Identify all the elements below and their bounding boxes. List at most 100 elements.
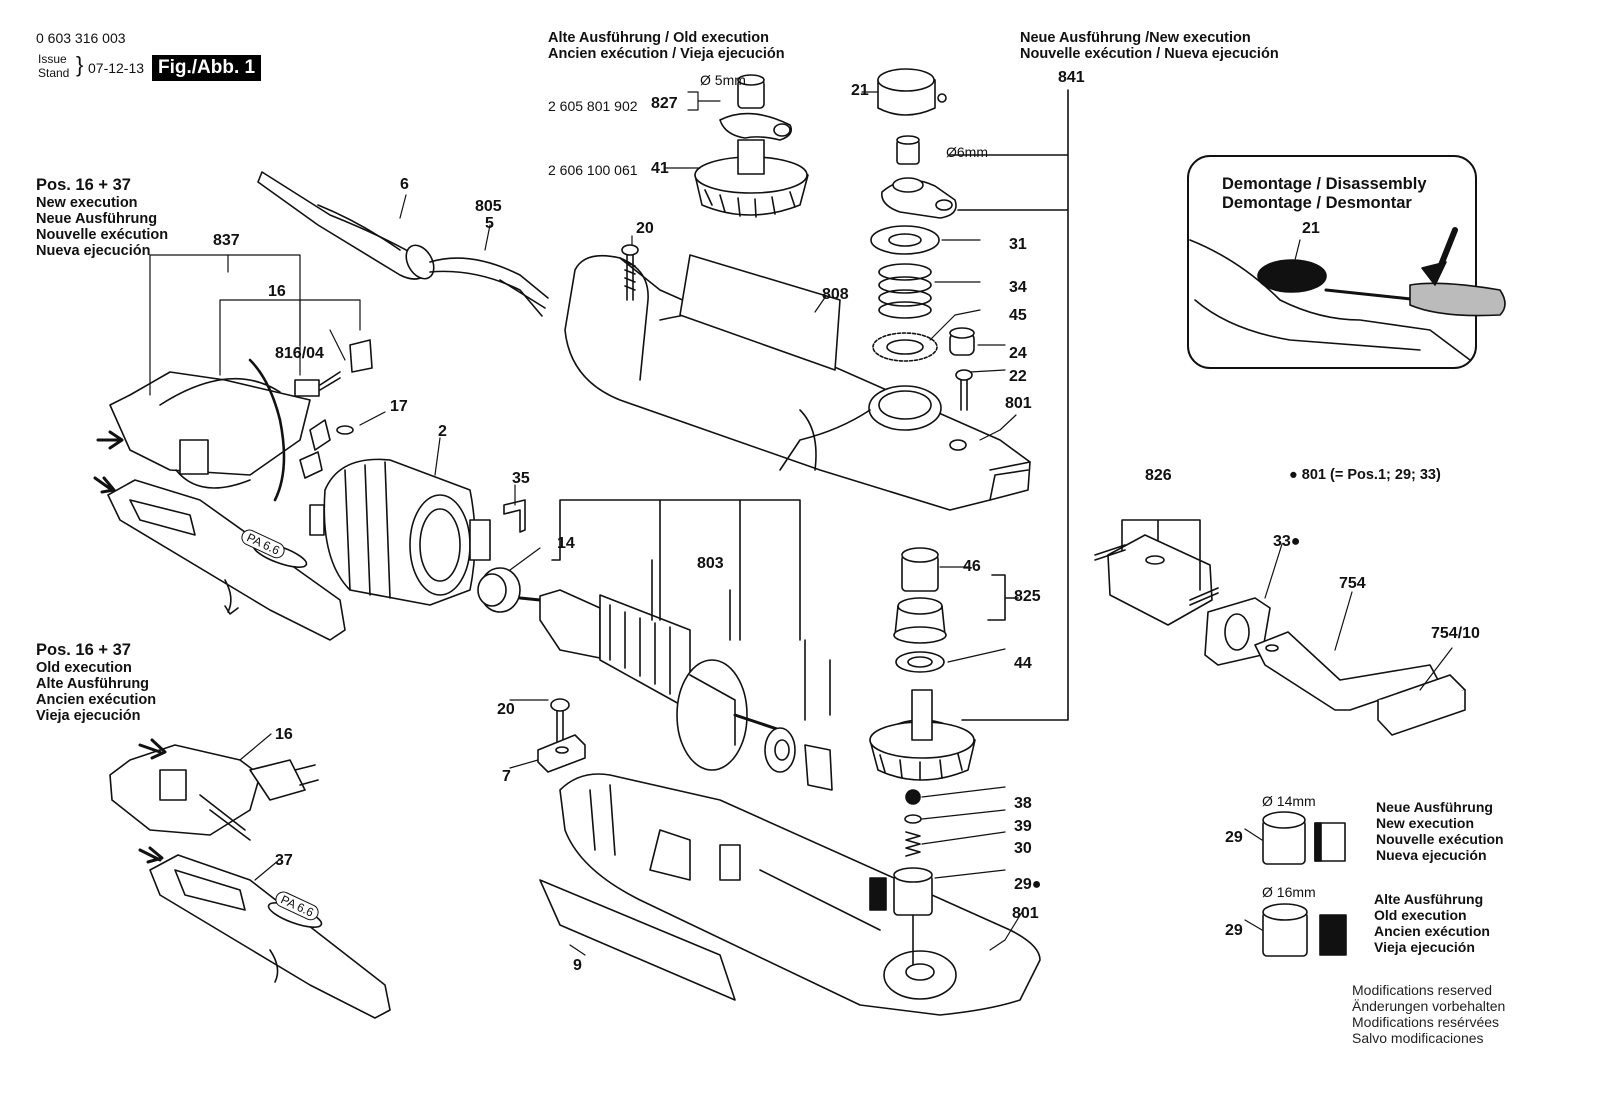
bracket-803 [551, 499, 831, 716]
bullet-icon: ● [1290, 533, 1301, 550]
washer-31 [870, 225, 940, 255]
label-29-new: 29 [1225, 829, 1243, 846]
label-35: 35 [512, 470, 530, 487]
spring-34 [878, 263, 932, 319]
label-45: 45 [1009, 307, 1027, 324]
label-24: 24 [1009, 345, 1027, 362]
label-33: 33● [1273, 533, 1300, 551]
pos-new-line2: Neue Ausführung [36, 211, 158, 227]
old-execution-header-line1: Alte Ausführung / Old execution [548, 30, 769, 46]
pos-old-line3: Ancien exécution [36, 692, 157, 708]
pos-old-title: Pos. 16 + 37 [36, 641, 131, 659]
label-827: 827 [651, 95, 678, 112]
power-cord [257, 171, 549, 317]
pos-new-line3: Nouvelle exécution [36, 227, 169, 243]
clip-35 [503, 499, 526, 533]
bearing-old-line4: Vieja ejecución [1374, 939, 1475, 955]
note-801: ● 801 (= Pos.1; 29; 33) [1289, 467, 1441, 483]
needle-bearing-29 [869, 867, 933, 966]
modifications-line2: Änderungen vorbehalten [1352, 998, 1506, 1014]
modifications-line1: Modifications reserved [1352, 982, 1493, 998]
label-808: 808 [822, 286, 849, 303]
label-17: 17 [390, 398, 408, 415]
ball-38 [905, 789, 921, 805]
bearing-old-caption: Alte Ausführung Old execution Ancien exé… [1374, 891, 1490, 955]
bottom-housing [559, 773, 1041, 1016]
label-29-old: 29 [1225, 922, 1243, 939]
bearing-new-line4: Nueva ejecución [1376, 847, 1487, 863]
stator-2 [309, 458, 491, 606]
label-6: 6 [400, 176, 409, 193]
washer-44 [895, 651, 945, 673]
modifications-line4: Salvo modificaciones [1352, 1030, 1484, 1046]
new-execution-header-line1: Neue Ausführung /New execution [1020, 30, 1251, 46]
dimension-16mm: Ø 16mm [1262, 884, 1316, 900]
label-33-text: 33 [1273, 533, 1291, 550]
label-754-10: 754/10 [1431, 625, 1480, 642]
label-9: 9 [573, 957, 582, 974]
issue-label-de: Stand [38, 66, 70, 80]
label-41: 41 [651, 160, 669, 177]
dimension-14mm: Ø 14mm [1262, 793, 1316, 809]
issue-brace: } [76, 52, 84, 77]
label-34: 34 [1009, 279, 1027, 296]
pos-old-line2: Alte Ausführung [36, 676, 150, 692]
lock-washer-45 [872, 332, 938, 362]
disassembly-caption: Demontage / Disassembly Demontage / Desm… [1222, 175, 1427, 213]
label-803: 803 [697, 555, 724, 572]
armature-803 [518, 589, 833, 791]
needle-sleeve-6mm [896, 135, 920, 165]
screw-20-top [621, 244, 639, 301]
note-801-text: 801 (= Pos.1; 29; 33) [1301, 467, 1441, 483]
label-16-old: 16 [275, 726, 293, 743]
disassembly-line1: Demontage / Disassembly [1222, 175, 1427, 193]
pos-new-line4: Nueva ejecución [36, 243, 151, 259]
figure-label: Fig./Abb. 1 [152, 55, 262, 81]
brush-holder-old [109, 738, 319, 864]
leader-lines [149, 91, 1453, 956]
issue-date: 07-12-13 [88, 60, 145, 76]
plug-24 [949, 327, 975, 356]
document-number: 0 603 316 003 [36, 30, 126, 46]
bearing-14 [477, 567, 521, 613]
pad-754-10 [1377, 674, 1466, 736]
label-826: 826 [1145, 467, 1172, 484]
bearing-new-caption: Neue Ausführung New execution Nouvelle e… [1376, 799, 1504, 863]
bevel-gear-41 [694, 139, 809, 218]
label-29-text: 29 [1014, 876, 1032, 893]
bearing-new-line1: Neue Ausführung [1376, 799, 1493, 815]
seal-33 [1204, 597, 1271, 666]
eccentric-827 [719, 74, 793, 141]
label-31: 31 [1009, 236, 1027, 253]
needle-bearing-46 [901, 547, 939, 592]
pos-old-line4: Vieja ejecución [36, 708, 141, 724]
label-39: 39 [1014, 818, 1032, 835]
pos-new-line1: New execution [36, 195, 138, 211]
label-805: 805 [475, 198, 502, 215]
part-code-41: 2 606 100 061 [548, 162, 638, 178]
dimension-6mm: Ø6mm [946, 144, 988, 160]
bearing-sleeve-825 [893, 597, 947, 644]
pos-old-caption: Pos. 16 + 37 Old execution Alte Ausführu… [36, 641, 156, 724]
bearing-new-14mm [1262, 811, 1346, 865]
bracket-825 [987, 574, 1019, 621]
pos-old-line1: Old execution [36, 660, 132, 676]
label-14: 14 [557, 535, 575, 552]
old-execution-header-line2: Ancien exécution / Vieja ejecución [548, 46, 785, 62]
bracket-826 [1121, 519, 1201, 591]
label-21: 21 [851, 82, 869, 99]
label-46: 46 [963, 558, 981, 575]
bearing-new-line3: Nouvelle exécution [1376, 831, 1504, 847]
switch-plate-new [107, 479, 346, 641]
disassembly-callout-art [1187, 155, 1506, 369]
label-7: 7 [502, 768, 511, 785]
label-841: 841 [1058, 69, 1085, 86]
pos-new-caption: Pos. 16 + 37 New execution Neue Ausführu… [36, 176, 168, 259]
cap-21 [877, 68, 947, 116]
bearing-new-line2: New execution [1376, 815, 1475, 831]
label-801-top: 801 [1005, 395, 1032, 412]
label-16-new: 16 [268, 283, 286, 300]
label-29: 29● [1014, 876, 1041, 894]
top-housing [564, 254, 1031, 511]
label-825: 825 [1014, 588, 1041, 605]
